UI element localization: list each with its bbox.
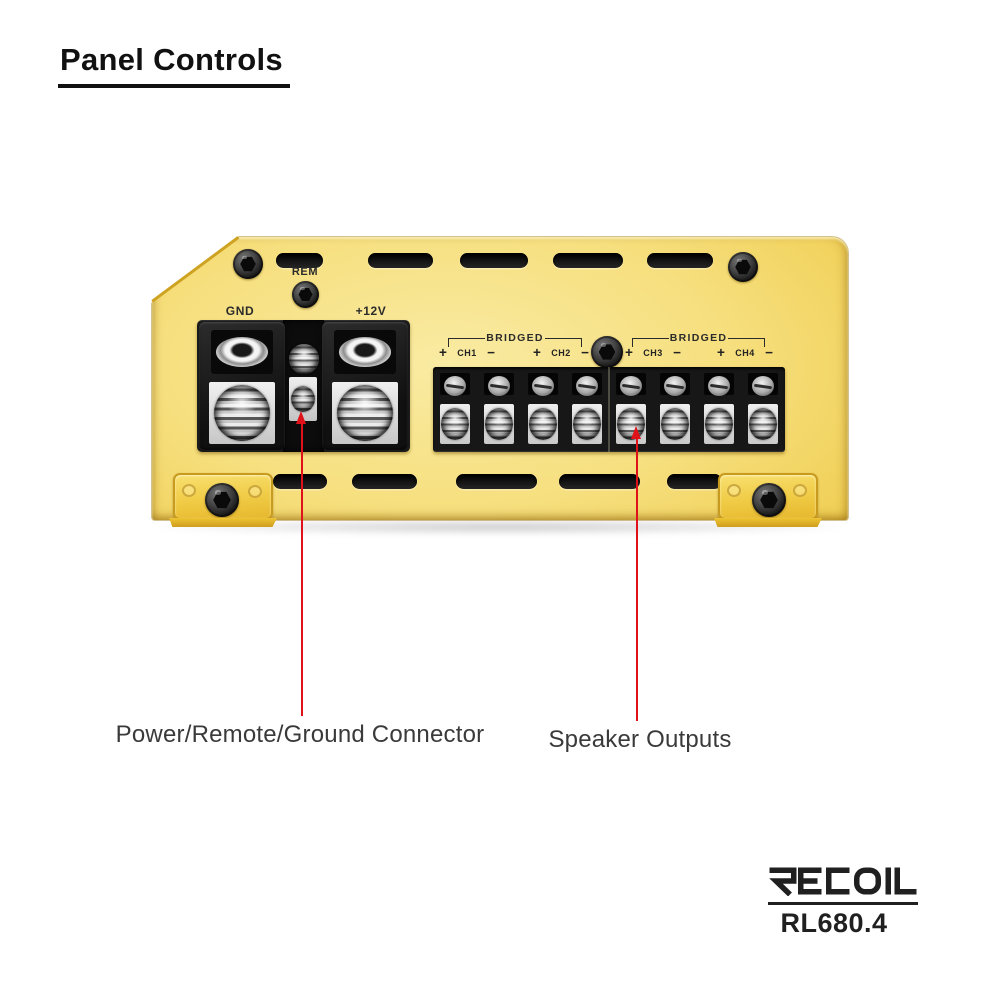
power-terminal-block — [197, 320, 410, 452]
callout-arrow-speaker — [631, 426, 641, 439]
bridged-label: BRIDGED — [486, 332, 544, 344]
ground-terminal — [199, 322, 285, 450]
rem-screw-icon — [292, 281, 319, 308]
model-number: RL680.4 — [780, 908, 888, 938]
speaker-terminal — [521, 367, 565, 452]
ground-terminal-window — [209, 382, 275, 444]
foot-screw-icon — [205, 483, 239, 517]
remote-set-screw-icon — [289, 344, 319, 374]
brand-block: RECOIL — [768, 866, 918, 946]
ch4-label: CH4 — [735, 347, 755, 358]
plus12v-cable-entry — [334, 330, 396, 374]
vent-slot — [352, 474, 417, 489]
minus-sign: − — [581, 345, 589, 360]
foot-screw-icon — [752, 483, 786, 517]
ch3-label: CH3 — [643, 347, 663, 358]
plus-sign: + — [625, 345, 633, 360]
terminal-block-seam — [608, 367, 610, 452]
vent-slot — [456, 474, 537, 489]
center-screw-icon — [591, 336, 623, 368]
plus12v-label: +12V — [355, 304, 387, 318]
ch2-polarity-labels: + CH2 − — [533, 345, 589, 360]
callout-line-speaker — [636, 438, 638, 721]
speaker-terminal — [477, 367, 521, 452]
plus12v-terminal — [322, 322, 408, 450]
plus12v-socket-icon — [339, 337, 391, 367]
remote-terminal — [283, 320, 324, 452]
vent-slot — [647, 253, 713, 268]
vent-slot — [276, 253, 323, 268]
amplifier-drop-shadow — [160, 519, 840, 535]
speaker-terminal — [741, 367, 785, 452]
speaker-terminal-block — [433, 367, 785, 452]
foot-dimple — [793, 484, 807, 497]
vent-slot — [368, 253, 433, 268]
callout-arrow-power — [296, 411, 306, 424]
mounting-foot-right — [718, 473, 818, 520]
case-screw-icon — [233, 249, 263, 279]
annotation-power-remote-ground: Power/Remote/Ground Connector — [115, 721, 485, 748]
bridged-label: BRIDGED — [669, 332, 728, 344]
minus-sign: − — [765, 345, 773, 360]
foot-dimple — [248, 485, 262, 498]
callout-line-power — [301, 423, 303, 716]
ch3-polarity-labels: + CH3 − — [625, 345, 681, 360]
vent-slot — [553, 253, 623, 268]
rem-label: REM — [291, 266, 319, 278]
speaker-terminal — [433, 367, 477, 452]
page-title: Panel Controls — [60, 42, 283, 77]
remote-screw-icon — [291, 386, 315, 412]
plus-sign: + — [439, 345, 447, 360]
plus-sign: + — [533, 345, 541, 360]
speaker-terminal — [653, 367, 697, 452]
vent-slot — [460, 253, 528, 268]
ground-screw-icon — [214, 385, 270, 441]
speaker-terminal — [565, 367, 609, 452]
foot-dimple — [727, 484, 741, 497]
plus-sign: + — [717, 345, 725, 360]
ground-cable-entry — [211, 330, 273, 374]
vent-slot — [559, 474, 640, 489]
ch1-label: CH1 — [457, 347, 477, 358]
plus12v-terminal-window — [332, 382, 398, 444]
amplifier-panel: REM GND +12V — [151, 235, 848, 529]
foot-dimple — [182, 484, 196, 497]
bridged-bracket-ch3-ch4: BRIDGED — [632, 332, 765, 347]
ch1-polarity-labels: + CH1 − — [439, 345, 495, 360]
ground-socket-icon — [216, 337, 268, 367]
plus12v-screw-icon — [337, 385, 393, 441]
vent-slot — [667, 474, 722, 489]
speaker-terminal — [609, 367, 653, 452]
mounting-foot-left — [173, 473, 273, 520]
annotation-speaker-outputs: Speaker Outputs — [548, 726, 732, 753]
recoil-logo — [769, 867, 917, 897]
bridged-bracket-ch1-ch2: BRIDGED — [448, 332, 582, 347]
title-underline — [58, 84, 290, 88]
case-screw-icon — [728, 252, 758, 282]
vent-slot — [273, 474, 327, 489]
minus-sign: − — [487, 345, 495, 360]
gnd-label: GND — [225, 304, 255, 318]
ch2-label: CH2 — [551, 347, 571, 358]
logo-underline — [768, 902, 918, 905]
ch4-polarity-labels: + CH4 − — [717, 345, 773, 360]
minus-sign: − — [673, 345, 681, 360]
speaker-terminal — [697, 367, 741, 452]
